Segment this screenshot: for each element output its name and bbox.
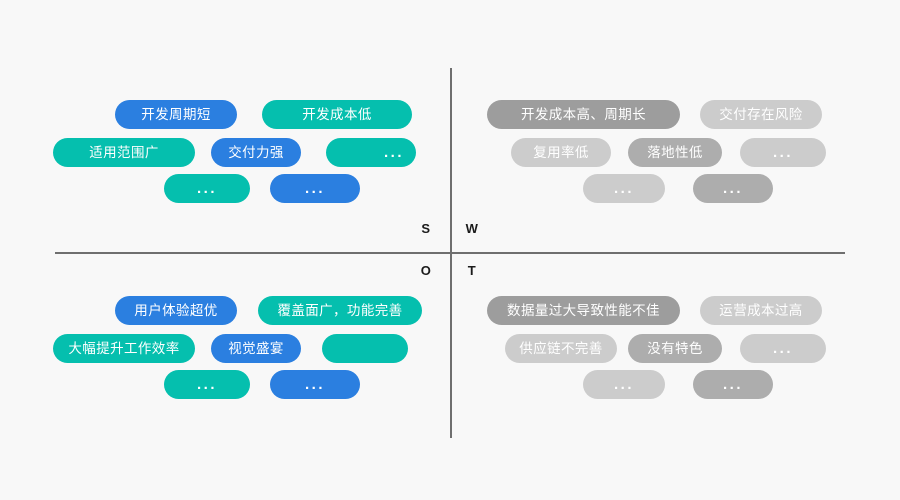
swot-item-weakness-7[interactable]: ... [693, 174, 773, 203]
swot-item-strength-4[interactable]: 交付力强 [211, 138, 301, 167]
swot-item-strength-2[interactable]: 开发成本低 [262, 100, 412, 129]
swot-item-weakness-6[interactable]: ... [583, 174, 665, 203]
quadrant-letter-threats: T [467, 263, 477, 278]
swot-item-opportunity-6[interactable]: ... [164, 370, 250, 399]
quadrant-letter-weaknesses: W [465, 221, 479, 236]
swot-item-threat-6[interactable]: ... [583, 370, 665, 399]
swot-item-threat-5[interactable]: ... [740, 334, 826, 363]
swot-item-strength-5[interactable]: ... [326, 138, 416, 167]
swot-item-opportunity-5[interactable] [322, 334, 408, 363]
swot-item-strength-6[interactable]: ... [164, 174, 250, 203]
swot-item-threat-2[interactable]: 运营成本过高 [700, 296, 822, 325]
swot-item-threat-3[interactable]: 供应链不完善 [505, 334, 617, 363]
swot-item-opportunity-3[interactable]: 大幅提升工作效率 [53, 334, 195, 363]
swot-item-weakness-5[interactable]: ... [740, 138, 826, 167]
quadrant-letter-strengths: S [421, 221, 431, 236]
swot-item-opportunity-2[interactable]: 覆盖面广，功能完善 [258, 296, 422, 325]
swot-item-weakness-4[interactable]: 落地性低 [628, 138, 722, 167]
swot-item-opportunity-1[interactable]: 用户体验超优 [115, 296, 237, 325]
swot-item-strength-7[interactable]: ... [270, 174, 360, 203]
horizontal-axis-divider [55, 252, 845, 254]
swot-item-threat-4[interactable]: 没有特色 [628, 334, 722, 363]
swot-item-strength-3[interactable]: 适用范围广 [53, 138, 195, 167]
swot-item-opportunity-4[interactable]: 视觉盛宴 [211, 334, 301, 363]
swot-item-weakness-1[interactable]: 开发成本高、周期长 [487, 100, 680, 129]
swot-item-threat-1[interactable]: 数据量过大导致性能不佳 [487, 296, 680, 325]
swot-item-opportunity-7[interactable]: ... [270, 370, 360, 399]
swot-item-strength-1[interactable]: 开发周期短 [115, 100, 237, 129]
quadrant-letter-opportunities: O [420, 263, 432, 278]
swot-item-weakness-3[interactable]: 复用率低 [511, 138, 611, 167]
swot-item-weakness-2[interactable]: 交付存在风险 [700, 100, 822, 129]
swot-item-threat-7[interactable]: ... [693, 370, 773, 399]
